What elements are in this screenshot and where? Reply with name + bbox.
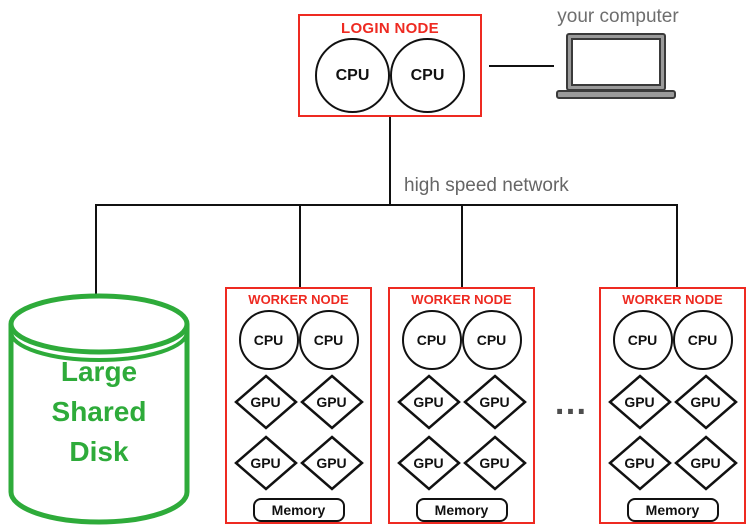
shared-disk-label-line: Large — [60, 356, 138, 387]
login-laptop-line — [489, 65, 554, 67]
worker-node-title: WORKER NODE — [411, 292, 512, 307]
gpu-diamond-icon: GPU — [233, 435, 298, 491]
worker-node-1: WORKER NODE CPU CPU GPU GPU GPU GPU Memo… — [225, 287, 372, 524]
cpu-label: CPU — [335, 66, 370, 84]
gpu-diamond-icon: GPU — [233, 374, 298, 430]
worker1-drop-line — [299, 204, 301, 288]
cpu-label: CPU — [627, 332, 658, 348]
cpu-label: CPU — [253, 332, 284, 348]
gpu-diamond-icon: GPU — [299, 435, 364, 491]
memory-label: Memory — [645, 502, 700, 518]
login-network-line — [389, 117, 391, 205]
network-bus-line — [95, 204, 678, 206]
gpu-label: GPU — [479, 455, 510, 471]
cpu-circle-icon: CPU — [390, 38, 465, 113]
laptop-icon — [566, 33, 666, 91]
cpu-circle-icon: CPU — [238, 310, 299, 370]
gpu-diamond-icon: GPU — [673, 374, 738, 430]
laptop-base — [556, 90, 676, 99]
worker2-drop-line — [461, 204, 463, 288]
worker-node-3: WORKER NODE CPU CPU GPU GPU GPU GPU Memo… — [599, 287, 746, 524]
worker-cpu-row: CPU CPU — [612, 310, 733, 370]
cpu-circle-icon: CPU — [612, 310, 673, 370]
cpu-circle-icon: CPU — [298, 310, 359, 370]
gpu-label: GPU — [250, 394, 281, 410]
memory-label: Memory — [271, 502, 326, 518]
worker-gpu-grid: GPU GPU GPU GPU — [233, 374, 364, 491]
gpu-label: GPU — [624, 394, 655, 410]
gpu-diamond-icon: GPU — [673, 435, 738, 491]
worker-node-title: WORKER NODE — [248, 292, 349, 307]
cpu-label: CPU — [410, 66, 445, 84]
worker-gpu-grid: GPU GPU GPU GPU — [607, 374, 738, 491]
gpu-diamond-icon: GPU — [462, 374, 527, 430]
laptop-screen — [571, 38, 661, 86]
gpu-label: GPU — [624, 455, 655, 471]
gpu-diamond-icon: GPU — [396, 374, 461, 430]
cpu-label: CPU — [687, 332, 718, 348]
memory-box: Memory — [626, 498, 719, 522]
memory-label: Memory — [434, 502, 489, 518]
disk-drop-line — [95, 204, 97, 302]
worker-gpu-grid: GPU GPU GPU GPU — [396, 374, 527, 491]
gpu-label: GPU — [316, 455, 347, 471]
your-computer-label: your computer — [557, 6, 679, 27]
gpu-diamond-icon: GPU — [607, 435, 672, 491]
gpu-label: GPU — [250, 455, 281, 471]
gpu-label: GPU — [690, 394, 721, 410]
gpu-label: GPU — [413, 455, 444, 471]
ellipsis-dots: … — [553, 384, 589, 422]
gpu-label: GPU — [413, 394, 444, 410]
cpu-label: CPU — [476, 332, 507, 348]
login-node-title: LOGIN NODE — [340, 20, 439, 37]
shared-disk-label-line: Shared — [51, 396, 147, 427]
cpu-circle-icon: CPU — [461, 310, 522, 370]
cpu-circle-icon: CPU — [315, 38, 390, 113]
cpu-label: CPU — [416, 332, 447, 348]
gpu-label: GPU — [479, 394, 510, 410]
shared-disk-label: Large Shared Disk — [1, 352, 197, 472]
worker-node-title: WORKER NODE — [622, 292, 723, 307]
gpu-diamond-icon: GPU — [299, 374, 364, 430]
worker-cpu-row: CPU CPU — [401, 310, 522, 370]
worker3-drop-line — [676, 204, 678, 288]
gpu-diamond-icon: GPU — [462, 435, 527, 491]
memory-box: Memory — [252, 498, 345, 522]
gpu-label: GPU — [316, 394, 347, 410]
cpu-label: CPU — [313, 332, 344, 348]
high-speed-network-label: high speed network — [404, 175, 569, 196]
login-cpu-row: CPU CPU — [315, 38, 465, 113]
gpu-diamond-icon: GPU — [396, 435, 461, 491]
cpu-circle-icon: CPU — [401, 310, 462, 370]
worker-node-2: WORKER NODE CPU CPU GPU GPU GPU GPU Memo… — [388, 287, 535, 524]
login-node-box: LOGIN NODE CPU CPU — [298, 14, 482, 117]
shared-disk-label-line: Disk — [69, 436, 129, 467]
worker-cpu-row: CPU CPU — [238, 310, 359, 370]
memory-box: Memory — [415, 498, 508, 522]
cpu-circle-icon: CPU — [672, 310, 733, 370]
shared-disk-cylinder-icon — [8, 293, 190, 525]
gpu-label: GPU — [690, 455, 721, 471]
gpu-diamond-icon: GPU — [607, 374, 672, 430]
